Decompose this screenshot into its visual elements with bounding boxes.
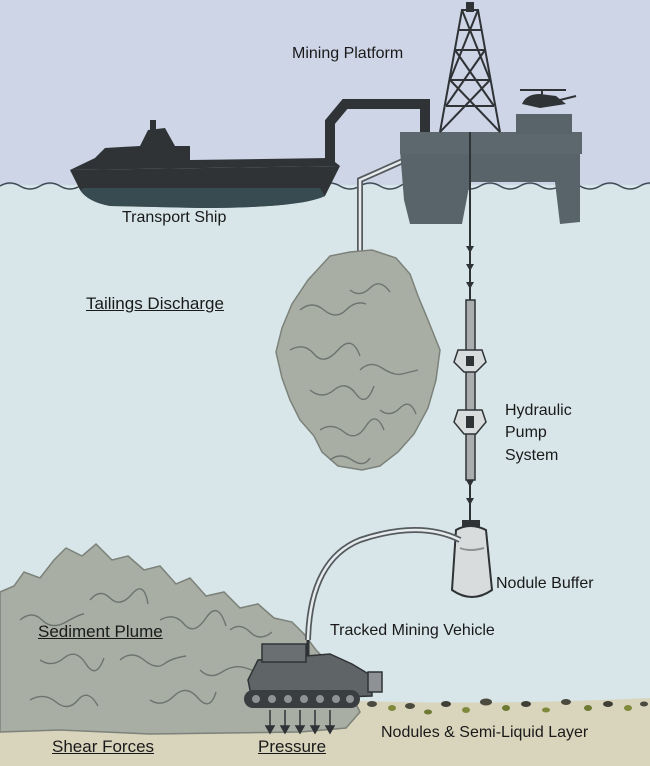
label-tracked-mining-vehicle: Tracked Mining Vehicle — [330, 622, 495, 639]
label-hydraulic-line3: System — [505, 446, 559, 464]
mining-platform — [400, 2, 582, 224]
label-tailings-discharge: Tailings Discharge — [86, 294, 224, 313]
label-sediment-plume: Sediment Plume — [38, 622, 163, 641]
label-transport-ship: Transport Ship — [122, 209, 227, 226]
seabed-nodules — [367, 698, 648, 715]
label-mining-platform: Mining Platform — [292, 45, 404, 62]
transport-ship — [70, 120, 340, 208]
label-hydraulic-line2: Pump — [505, 424, 547, 442]
tailings-texture — [289, 283, 419, 465]
label-pressure: Pressure — [258, 737, 327, 756]
label-nodule-buffer: Nodule Buffer — [496, 575, 594, 592]
label-shear-forces: Shear Forces — [52, 737, 155, 756]
label-hydraulic-line1: Hydraulic — [505, 402, 572, 419]
label-nodules-layer: Nodules & Semi-Liquid Layer — [381, 724, 589, 741]
nodule-buffer — [450, 520, 494, 598]
loading-pipe — [325, 99, 430, 166]
pressure-arrows — [264, 710, 336, 735]
tracked-mining-vehicle — [244, 643, 383, 708]
label-hydraulic-pump-system: Hydraulic Pump System — [505, 400, 615, 467]
tailings-discharge-cloud — [275, 249, 441, 471]
flow-arrows — [466, 246, 474, 505]
hydraulic-pump-system — [453, 299, 487, 481]
sediment-plume-texture — [19, 588, 299, 708]
